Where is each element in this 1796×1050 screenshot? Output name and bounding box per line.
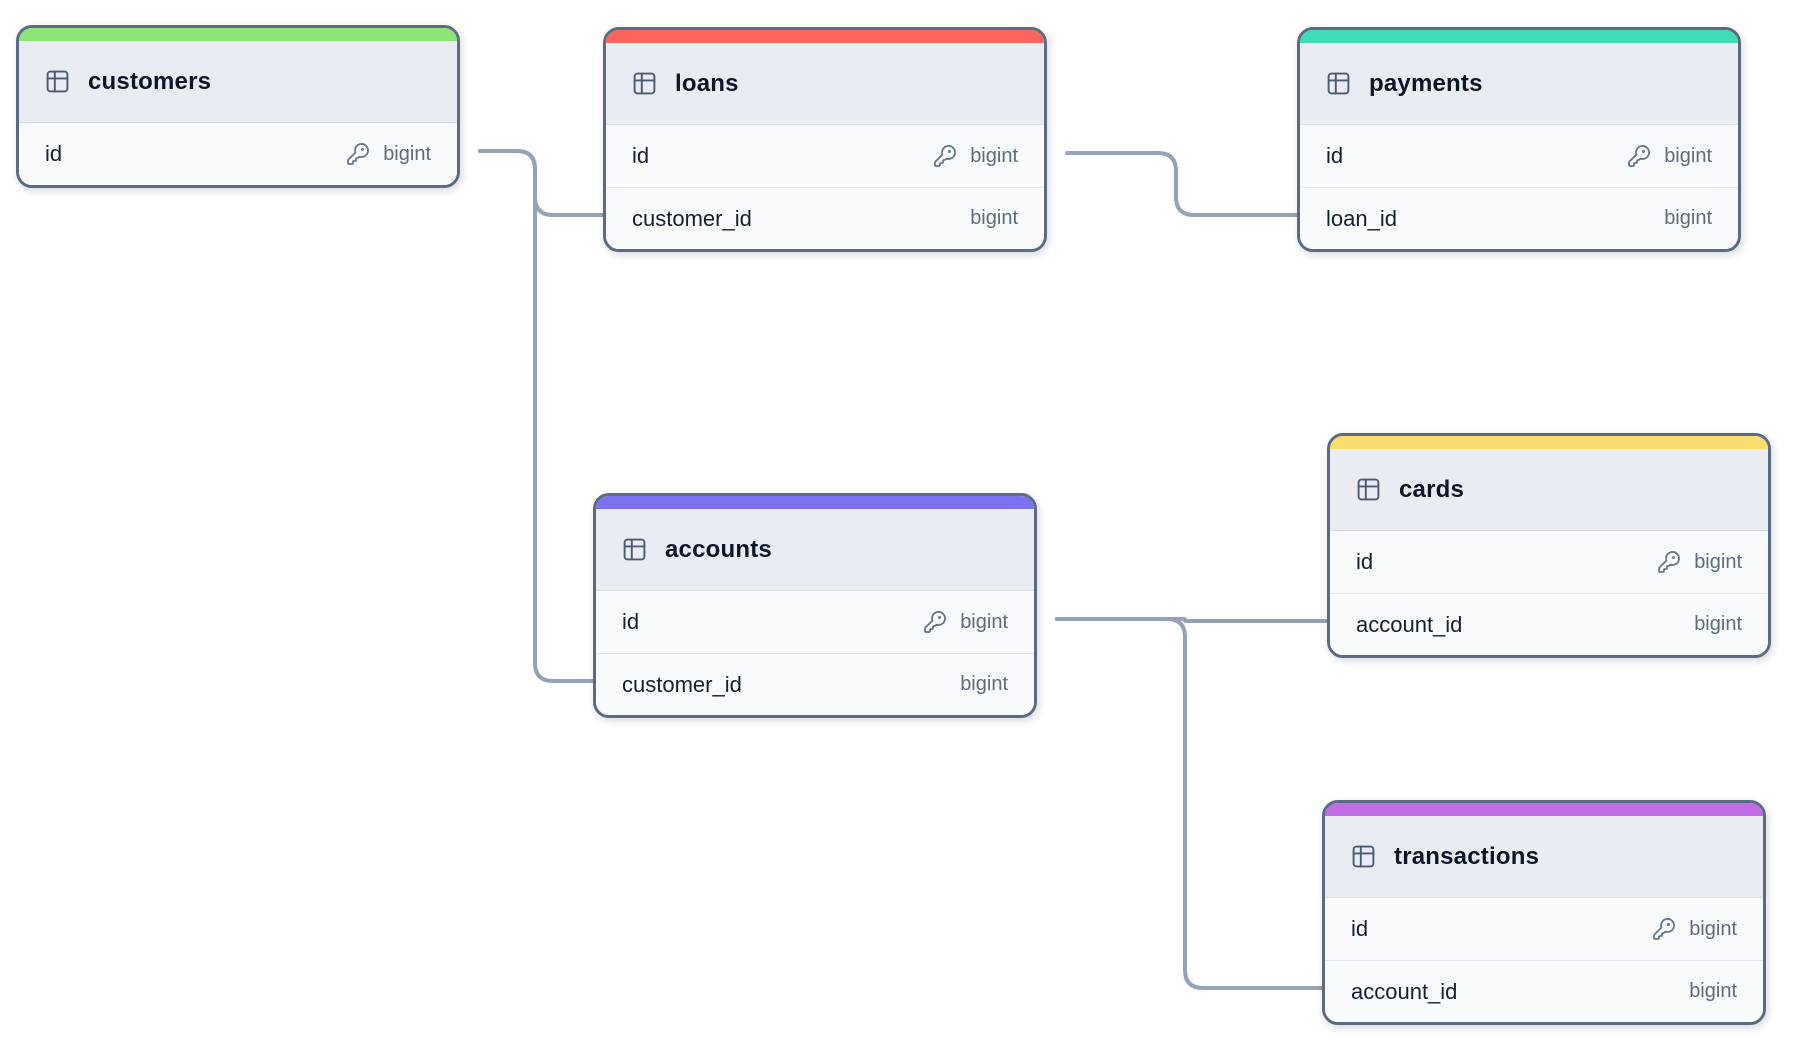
- table-icon: [631, 70, 658, 97]
- relationship-accounts.id-to-transactions.account_id[interactable]: [1055, 617, 1324, 990]
- table-color-bar: [1300, 30, 1738, 43]
- primary-key-icon: [1657, 550, 1681, 574]
- field-meta: bigint: [1627, 144, 1712, 168]
- table-color-bar: [1325, 803, 1763, 816]
- field-meta: bigint: [970, 207, 1018, 230]
- relationship-loans.id-to-payments.loan_id[interactable]: [1065, 151, 1299, 217]
- field-rows: id bigint account_id bigint: [1325, 898, 1763, 1022]
- field-meta: bigint: [1657, 550, 1742, 574]
- field-meta: bigint: [933, 144, 1018, 168]
- table-header[interactable]: loans: [606, 43, 1044, 125]
- table-header[interactable]: transactions: [1325, 816, 1763, 898]
- field-meta: bigint: [1689, 980, 1737, 1003]
- table-name: loans: [675, 69, 739, 97]
- field-name: customer_id: [622, 671, 742, 697]
- field-type: bigint: [1689, 980, 1737, 1002]
- field-rows: id bigint: [19, 123, 457, 185]
- field-row[interactable]: customer_id bigint: [596, 653, 1034, 715]
- primary-key-icon: [933, 144, 957, 168]
- relationship-customers.id-to-accounts.customer_id[interactable]: [478, 149, 595, 683]
- field-rows: id bigint account_id bigint: [1330, 531, 1768, 655]
- table-card-payments[interactable]: payments id bigint loan_id bigint: [1297, 27, 1741, 252]
- field-type: bigint: [1694, 550, 1742, 573]
- table-header[interactable]: customers: [19, 41, 457, 123]
- field-name: id: [1326, 143, 1344, 168]
- field-type: bigint: [1694, 613, 1742, 635]
- table-name: accounts: [665, 535, 772, 563]
- field-name: customer_id: [632, 205, 752, 231]
- table-name: transactions: [1394, 842, 1540, 870]
- field-name: id: [1356, 549, 1374, 574]
- table-color-bar: [19, 28, 457, 41]
- table-color-bar: [606, 30, 1044, 43]
- relationship-accounts.id-to-cards.account_id[interactable]: [1055, 617, 1329, 623]
- field-meta: bigint: [1652, 917, 1737, 941]
- table-icon: [1355, 476, 1382, 503]
- relationship-customers.id-to-loans.customer_id[interactable]: [478, 149, 605, 217]
- field-meta: bigint: [923, 610, 1008, 634]
- primary-key-icon: [923, 610, 947, 634]
- table-icon: [1350, 843, 1377, 870]
- field-meta: bigint: [960, 673, 1008, 696]
- table-name: payments: [1369, 69, 1483, 97]
- table-name: cards: [1399, 475, 1465, 503]
- field-type: bigint: [960, 673, 1008, 695]
- primary-key-icon: [1627, 144, 1651, 168]
- field-meta: bigint: [1664, 207, 1712, 230]
- table-card-transactions[interactable]: transactions id bigint account_id bigint: [1322, 800, 1766, 1025]
- field-name: id: [1351, 916, 1369, 941]
- field-type: bigint: [1664, 207, 1712, 229]
- field-row[interactable]: id bigint: [606, 125, 1044, 187]
- field-rows: id bigint loan_id bigint: [1300, 125, 1738, 249]
- field-row[interactable]: account_id bigint: [1330, 593, 1768, 655]
- field-row[interactable]: loan_id bigint: [1300, 187, 1738, 249]
- table-name: customers: [88, 67, 212, 95]
- table-icon: [44, 68, 71, 95]
- field-row[interactable]: id bigint: [1330, 531, 1768, 593]
- table-icon: [621, 536, 648, 563]
- table-card-customers[interactable]: customers id bigint: [16, 25, 460, 188]
- field-row[interactable]: customer_id bigint: [606, 187, 1044, 249]
- primary-key-icon: [1652, 917, 1676, 941]
- field-row[interactable]: account_id bigint: [1325, 960, 1763, 1022]
- field-type: bigint: [970, 144, 1018, 167]
- field-row[interactable]: id bigint: [1300, 125, 1738, 187]
- table-header[interactable]: cards: [1330, 449, 1768, 531]
- field-name: id: [632, 143, 650, 168]
- table-card-accounts[interactable]: accounts id bigint customer_id bigint: [593, 493, 1037, 718]
- field-row[interactable]: id bigint: [19, 123, 457, 185]
- table-header[interactable]: payments: [1300, 43, 1738, 125]
- field-name: id: [622, 609, 640, 634]
- table-color-bar: [1330, 436, 1768, 449]
- field-name: account_id: [1356, 611, 1463, 637]
- field-rows: id bigint customer_id bigint: [596, 591, 1034, 715]
- field-name: account_id: [1351, 978, 1458, 1004]
- field-meta: bigint: [1694, 613, 1742, 636]
- field-type: bigint: [960, 610, 1008, 633]
- field-type: bigint: [383, 142, 431, 165]
- table-card-loans[interactable]: loans id bigint customer_id bigint: [603, 27, 1047, 252]
- field-type: bigint: [1664, 144, 1712, 167]
- field-name: id: [45, 141, 63, 166]
- field-name: loan_id: [1326, 205, 1397, 231]
- primary-key-icon: [346, 142, 370, 166]
- field-meta: bigint: [346, 142, 431, 166]
- table-header[interactable]: accounts: [596, 509, 1034, 591]
- field-rows: id bigint customer_id bigint: [606, 125, 1044, 249]
- field-type: bigint: [970, 207, 1018, 229]
- table-color-bar: [596, 496, 1034, 509]
- field-row[interactable]: id bigint: [596, 591, 1034, 653]
- table-card-cards[interactable]: cards id bigint account_id bigint: [1327, 433, 1771, 658]
- field-row[interactable]: id bigint: [1325, 898, 1763, 960]
- field-type: bigint: [1689, 917, 1737, 940]
- table-icon: [1325, 70, 1352, 97]
